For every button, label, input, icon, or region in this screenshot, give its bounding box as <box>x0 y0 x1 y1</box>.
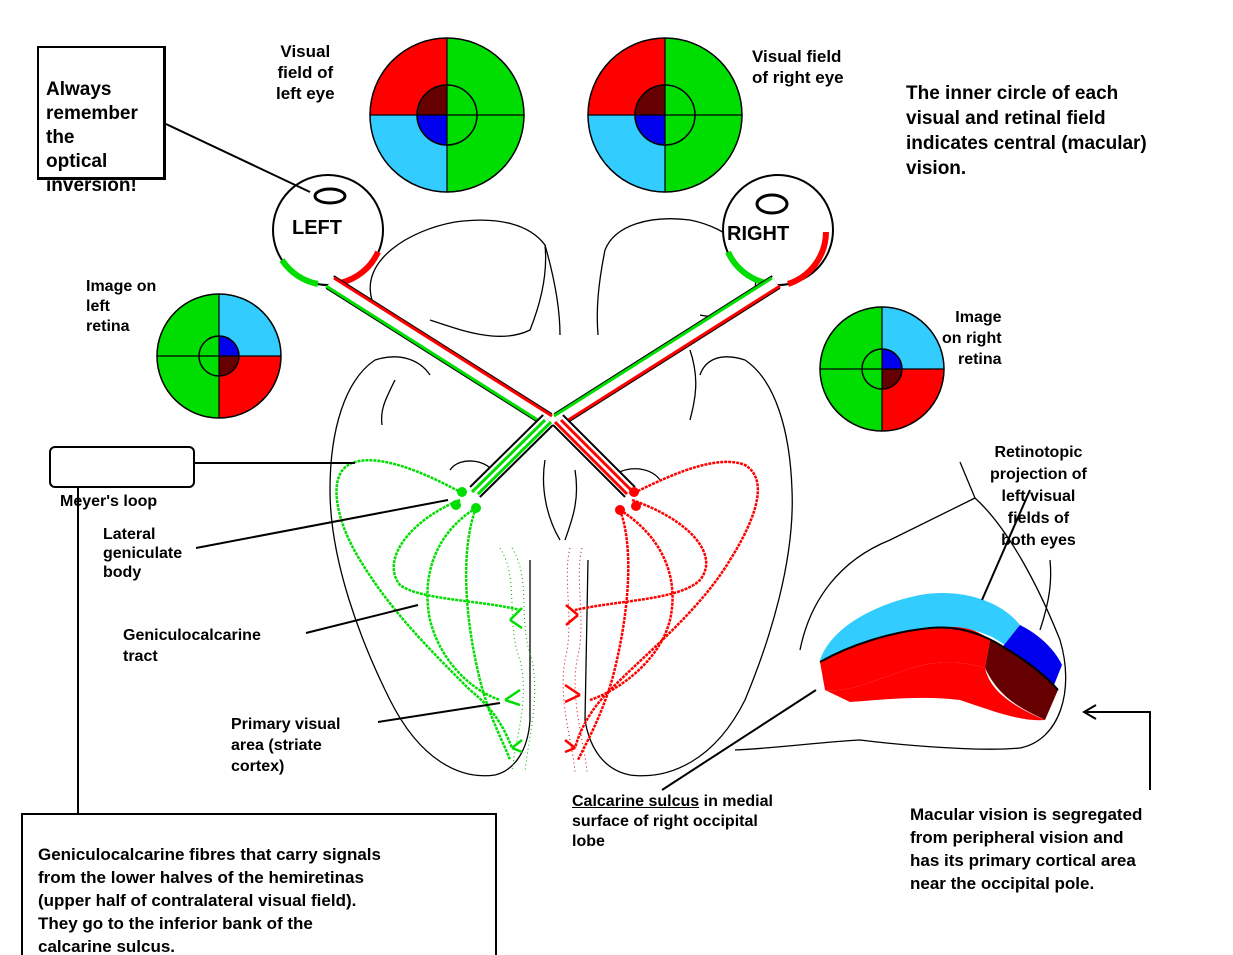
optic-nerves <box>326 278 780 494</box>
calcarine-sulcus-term: Calcarine sulcus <box>572 793 699 810</box>
meyers-loop-text: Meyer's loop <box>60 493 157 510</box>
inner-circle-note: The inner circle of each visual and reti… <box>906 81 1147 181</box>
eye-label-right: RIGHT <box>727 222 789 246</box>
visual-field-right-eye-graphic <box>588 38 742 192</box>
lateral-geniculate-label: Lateral geniculate body <box>103 525 182 582</box>
fibres-box: Geniculocalcarine fibres that carry sign… <box>21 813 497 955</box>
geniculocalcarine-tract-label: Geniculocalcarine tract <box>123 625 261 667</box>
right-retina-image-graphic <box>820 307 944 431</box>
medial-occipital-stipple <box>500 548 587 772</box>
image-left-retina-label: Image on left retina <box>86 277 156 337</box>
retinotopic-projection-label: Retinotopic projection of left visual fi… <box>990 442 1087 552</box>
eye-label-left: LEFT <box>292 216 342 240</box>
retinotopic-projection-graphic <box>820 593 1062 720</box>
red-radiation-terminals <box>565 605 580 752</box>
green-radiation-terminals <box>505 608 522 752</box>
left-retina-image-graphic <box>157 294 281 418</box>
visual-field-right-label: Visual field of right eye <box>752 46 844 88</box>
visual-field-left-eye-graphic <box>370 38 524 192</box>
red-optic-radiations <box>575 462 758 760</box>
reminder-box: Always remember the optical inversion! <box>37 46 166 180</box>
image-right-retina-label: Image on right retina <box>942 307 1002 370</box>
meyers-loop-box: Meyer's loop <box>49 446 195 488</box>
fibres-text: Geniculocalcarine fibres that carry sign… <box>38 845 381 955</box>
reminder-text: Always remember the optical inversion! <box>46 79 138 196</box>
visual-field-left-label: Visual field of left eye <box>276 41 335 104</box>
macular-vision-note: Macular vision is segregated from periph… <box>910 803 1142 895</box>
calcarine-sulcus-label: Calcarine sulcus in medial surface of ri… <box>572 792 773 852</box>
primary-visual-area-label: Primary visual area (striate cortex) <box>231 714 340 777</box>
